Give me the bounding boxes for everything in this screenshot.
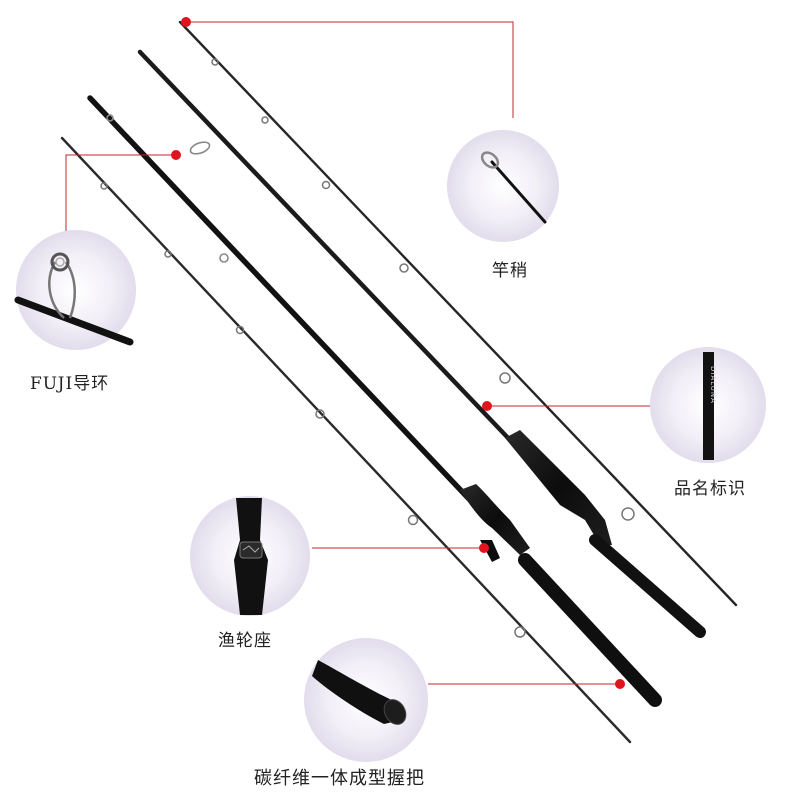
casting-rod-blank: [60, 136, 632, 744]
marker-dot: [181, 17, 191, 27]
brand-label-icon: DIALUNA: [703, 352, 717, 460]
callout-reel-seat: [190, 496, 489, 616]
brand-text: DIALUNA: [709, 366, 717, 404]
guide-bubble: [16, 230, 136, 350]
marker-dot: [479, 543, 489, 553]
label-reel-seat: 渔轮座: [218, 631, 272, 651]
rod-tip-icon: [480, 151, 547, 224]
marker-dot: [171, 150, 181, 160]
label-fuji-guide: FUJI导环: [30, 374, 110, 394]
callout-guide: [14, 150, 181, 350]
label-carbon-handle: 碳纤维一体成型握把: [254, 768, 425, 789]
casting-rear-grip: [518, 553, 662, 707]
reel-seat-spinning: [505, 430, 612, 545]
carbon-handle-icon: [312, 660, 407, 725]
casting-guides: [106, 114, 229, 263]
rear-grip: [589, 534, 706, 638]
casting-rod-center: [87, 95, 662, 707]
label-name-mark: 品名标识: [674, 479, 746, 499]
marker-dot: [482, 401, 492, 411]
rod-guides: [211, 58, 635, 521]
callout-handle: [304, 638, 625, 762]
tip-bubble: [447, 130, 559, 242]
callout-name-mark: DIALUNA: [482, 347, 766, 463]
callout-tip: [181, 17, 559, 242]
spinning-rod-right: [137, 49, 706, 638]
blank-guides: [100, 182, 526, 638]
marker-dot: [615, 679, 625, 689]
fuji-guide-ring-icon: [14, 252, 134, 346]
reel-seat-icon: [234, 498, 268, 615]
spinning-rod-blank: [178, 20, 738, 607]
reel-seat-casting: [460, 484, 530, 555]
label-rod-tip: 竿稍: [492, 261, 528, 281]
